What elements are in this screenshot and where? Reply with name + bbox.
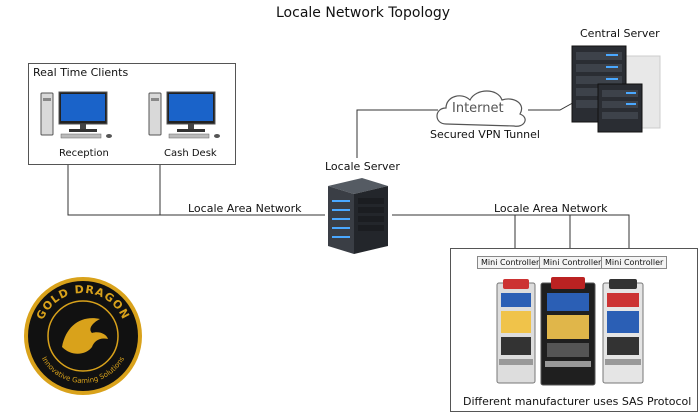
lan-left-label: Locale Area Network: [188, 202, 302, 215]
lan-right-line: [392, 214, 630, 248]
gaming-machines-box: Mini Controller Mini Controller Mini Con…: [450, 248, 698, 412]
lan-left-line: [67, 163, 325, 216]
mini-controller-label-2: Mini Controller: [539, 256, 606, 269]
desktop-computer-icon: [39, 88, 119, 140]
page-title: Locale Network Topology: [276, 5, 451, 21]
slot-machine-icon: [495, 279, 537, 385]
server-rack-icon: [570, 42, 665, 137]
vpn-line-left: [356, 109, 438, 158]
internet-label: Internet: [452, 101, 504, 116]
slot-machine-icon: [601, 279, 645, 385]
client-label-reception: Reception: [59, 148, 109, 159]
locale-server-label: Locale Server: [325, 160, 400, 173]
machines-caption: Different manufacturer uses SAS Protocol: [463, 395, 692, 408]
server-tower-icon: [322, 176, 394, 256]
real-time-clients-box: Real Time Clients Reception: [28, 63, 236, 165]
mini-controller-label-3: Mini Controller: [601, 256, 668, 269]
central-server-label: Central Server: [580, 27, 660, 40]
client-label-cash-desk: Cash Desk: [164, 148, 217, 159]
desktop-computer-icon: [147, 88, 227, 140]
lan-right-label: Locale Area Network: [494, 202, 608, 215]
dragon-logo-icon: GOLD DRAGON Innovative Gaming Solutions: [22, 275, 144, 397]
mini-controller-label-1: Mini Controller: [477, 256, 544, 269]
vpn-label: Secured VPN Tunnel: [430, 128, 540, 141]
clients-heading: Real Time Clients: [33, 66, 129, 79]
cloud-icon: [432, 86, 532, 130]
slot-machine-icon: [539, 277, 597, 387]
